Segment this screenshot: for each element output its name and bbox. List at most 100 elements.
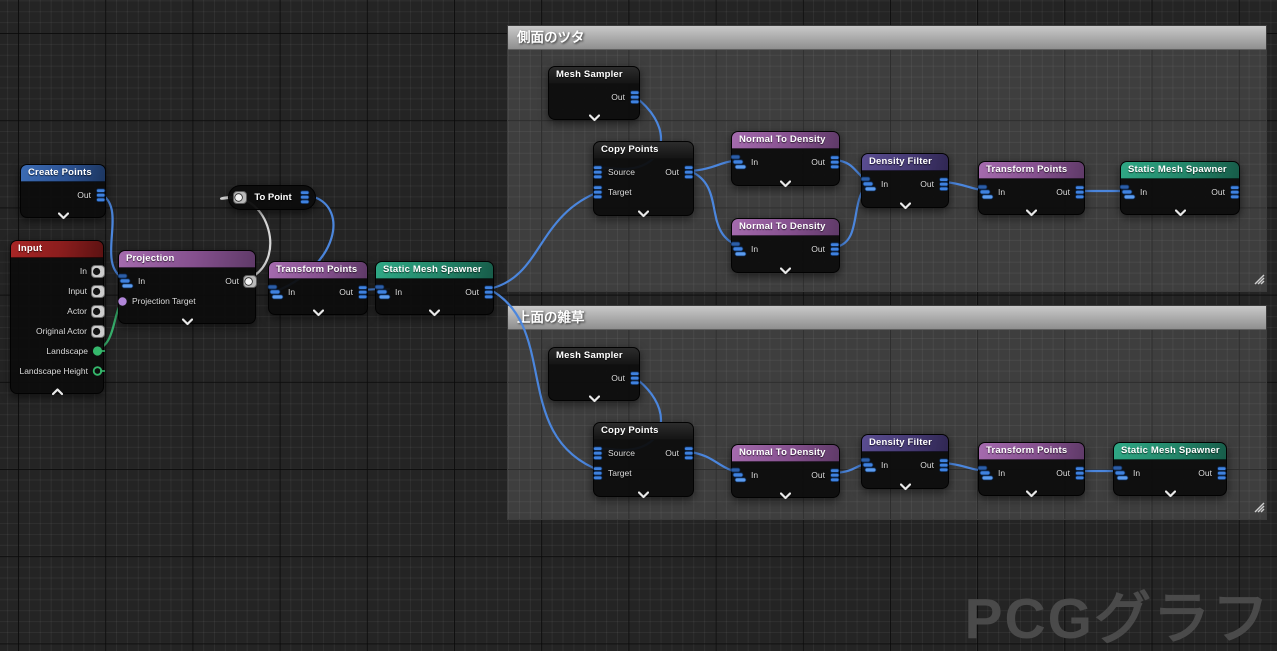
collapse-chevron-icon[interactable] (594, 205, 693, 218)
spatial-data-pin-icon (860, 457, 877, 473)
pin-projection-target[interactable]: Projection Target (118, 296, 196, 307)
collapse-chevron-icon[interactable] (862, 478, 948, 491)
pin-out[interactable]: Out (339, 284, 368, 300)
pin-out[interactable]: Out (225, 274, 257, 288)
resize-handle-icon[interactable] (1253, 272, 1265, 290)
collapse-chevron-icon[interactable] (732, 262, 839, 275)
pin-in[interactable]: In (267, 284, 295, 300)
pin-actor[interactable]: Actor (67, 304, 105, 318)
collapse-chevron-icon[interactable] (732, 487, 839, 500)
pin-input[interactable]: Input (68, 284, 105, 298)
pin-original-actor[interactable]: Original Actor (36, 324, 105, 338)
pin-out[interactable]: Out (1056, 184, 1085, 200)
to-point-node[interactable]: To Point (228, 185, 316, 210)
pin-label: In (751, 244, 759, 254)
pin-source[interactable]: Source (593, 445, 635, 461)
pin-source[interactable]: Source (593, 164, 635, 180)
pin-landscape[interactable]: Landscape (46, 345, 105, 357)
collapse-chevron-icon[interactable] (594, 486, 693, 499)
pin-in[interactable]: In (117, 273, 145, 289)
collapse-chevron-icon[interactable] (1114, 485, 1226, 498)
collapse-chevron-icon[interactable] (11, 383, 103, 396)
pin-in[interactable]: In (730, 467, 758, 483)
wire-static-mesh-spawner-left-out-to-copy-points-2-target[interactable] (487, 287, 603, 473)
collapse-chevron-icon[interactable] (979, 204, 1084, 217)
landscape-height-pin-icon (92, 365, 105, 377)
collapse-chevron-icon[interactable] (979, 485, 1084, 498)
pin-out[interactable]: Out (465, 284, 494, 300)
pin-in[interactable]: In (860, 176, 888, 192)
pin-in[interactable]: In (730, 241, 759, 257)
collapse-chevron-icon[interactable] (549, 109, 639, 122)
points-pin-icon[interactable] (299, 190, 311, 205)
pin-in[interactable]: In (730, 154, 758, 170)
pin-in[interactable]: In (977, 184, 1005, 200)
pin-out[interactable]: Out (811, 241, 840, 257)
spatial-data-pin-icon (267, 284, 284, 300)
point-socket-pin-icon[interactable] (233, 191, 247, 204)
pin-out[interactable]: Out (611, 370, 640, 386)
pin-in[interactable]: In (860, 457, 888, 473)
collapse-chevron-icon[interactable] (862, 197, 948, 210)
wire-copy-points-1-out-to-normal-to-density-1b-in[interactable] (688, 169, 744, 249)
pin-out[interactable]: Out (1056, 465, 1085, 481)
pin-target[interactable]: Target (593, 465, 632, 481)
pin-out[interactable]: Out (920, 457, 949, 473)
node-title: Static Mesh Spawner (376, 262, 493, 279)
collapse-chevron-icon[interactable] (549, 390, 639, 403)
pin-out[interactable]: Out (920, 176, 949, 192)
collapse-chevron-icon[interactable] (376, 304, 493, 317)
pin-out[interactable]: Out (611, 89, 640, 105)
pin-in[interactable]: In (1112, 465, 1141, 481)
pin-out[interactable]: Out (811, 467, 840, 483)
resize-handle-icon[interactable] (1253, 500, 1265, 518)
comment-side-ivy-title[interactable]: 側面のツタ (508, 26, 1266, 50)
pin-label: In (1140, 187, 1148, 197)
points-pin-icon (592, 164, 604, 180)
pin-in[interactable]: In (374, 284, 402, 300)
pin-landscape-height[interactable]: Landscape Height (19, 365, 105, 377)
pin-out[interactable]: Out (665, 445, 694, 461)
pin-label: In (1133, 468, 1141, 478)
pin-out[interactable]: Out (1211, 184, 1240, 200)
spatial-data-pin-icon (730, 154, 747, 170)
comment-top-weeds-title[interactable]: 上面の雑草 (508, 306, 1266, 330)
pin-out[interactable]: Out (665, 164, 694, 180)
pin-in[interactable]: In (80, 264, 105, 278)
node-title: Normal To Density (732, 445, 839, 462)
collapse-chevron-icon[interactable] (21, 207, 105, 220)
node-title: Transform Points (979, 162, 1084, 179)
pin-label: Out (1056, 187, 1070, 197)
collapse-chevron-icon[interactable] (119, 313, 255, 326)
collapse-chevron-icon[interactable] (269, 304, 367, 317)
pin-in[interactable]: In (977, 465, 1005, 481)
pin-target[interactable]: Target (593, 184, 632, 200)
wire-create-points-to-projection-in[interactable] (97, 191, 126, 281)
pin-out[interactable]: Out (1198, 465, 1227, 481)
collapse-chevron-icon[interactable] (1121, 204, 1239, 217)
pin-in[interactable]: In (1119, 184, 1148, 200)
pin-out[interactable]: Out (811, 154, 840, 170)
wire-static-mesh-spawner-left-out-to-copy-points-1-target[interactable] (487, 189, 603, 291)
pin-out[interactable]: Out (77, 187, 106, 203)
collapse-chevron-icon[interactable] (732, 175, 839, 188)
